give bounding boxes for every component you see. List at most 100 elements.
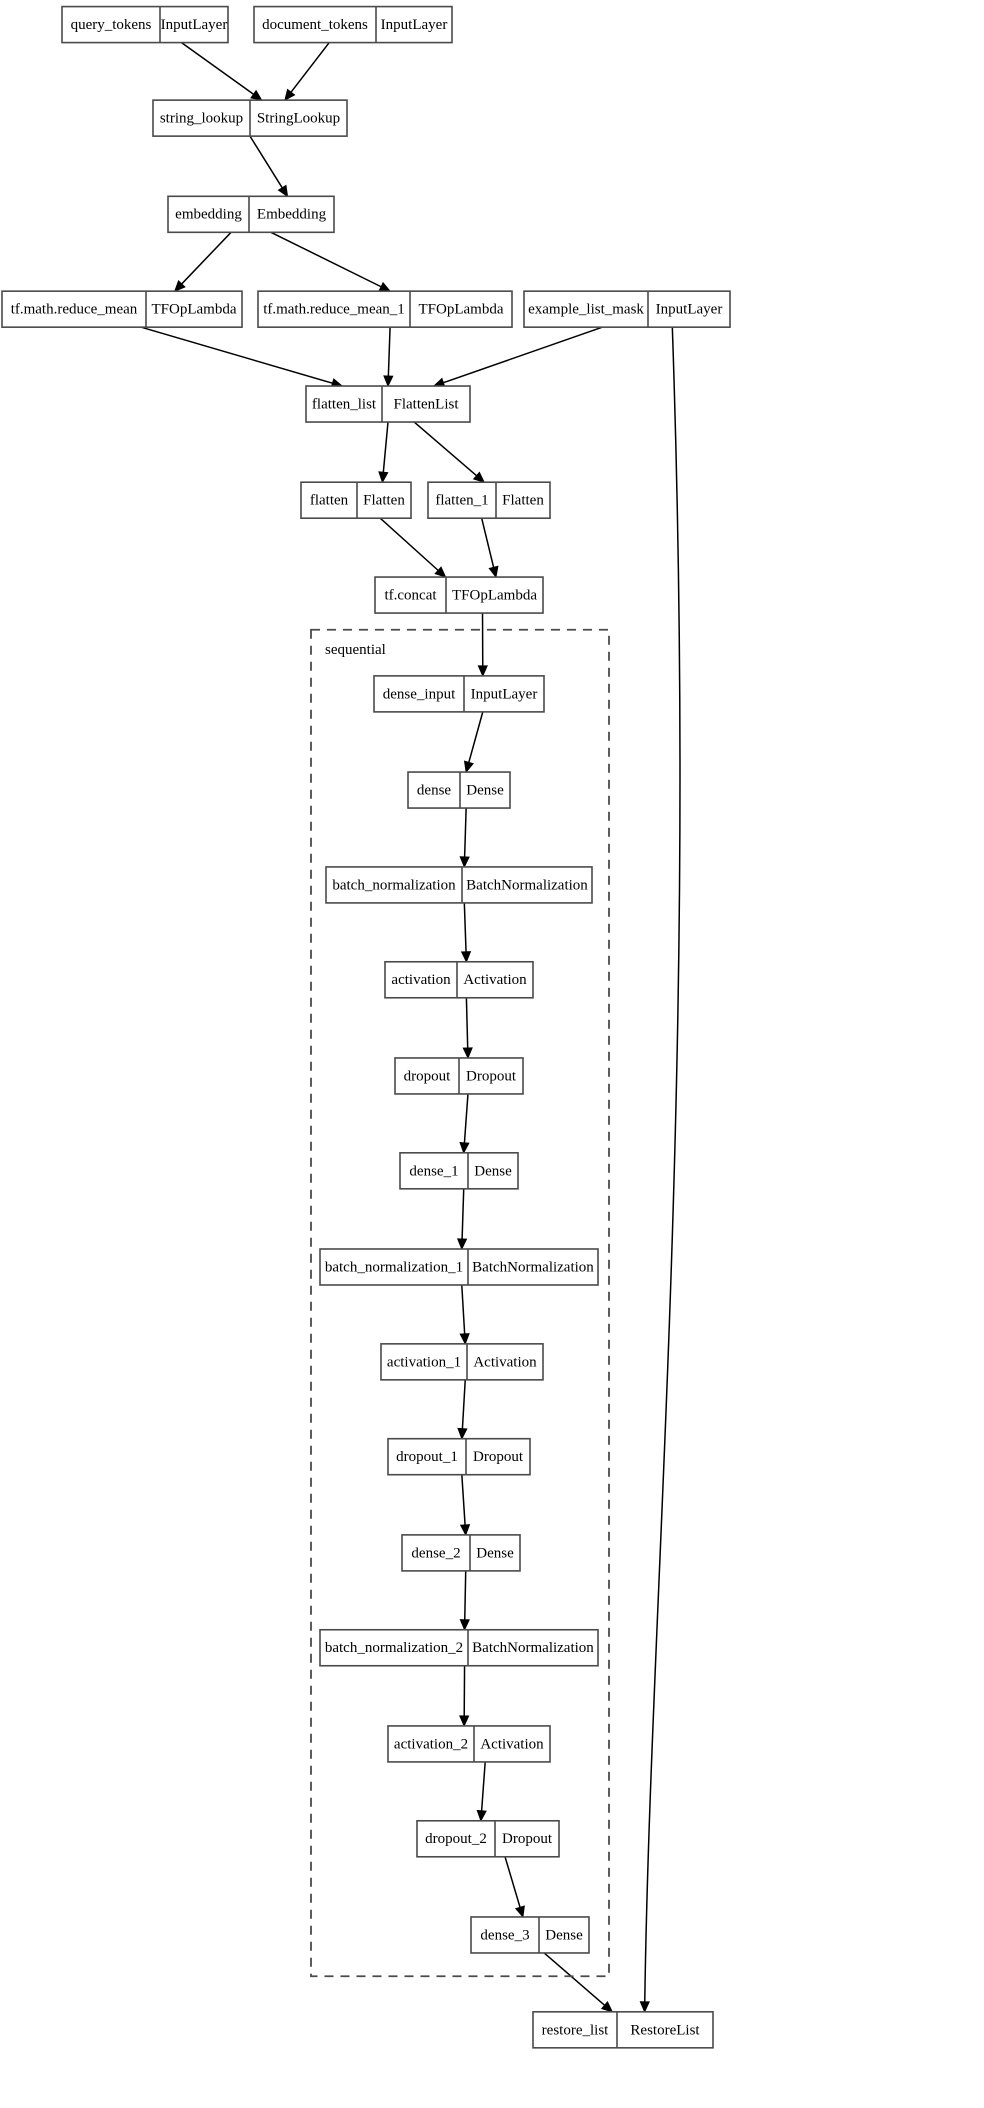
layer-type: TFOpLambda — [419, 302, 504, 318]
arrow-head-icon — [459, 856, 470, 869]
layer-type: InputLayer — [471, 686, 538, 702]
layer-type: InputLayer — [161, 17, 228, 33]
layer-name: dropout_1 — [396, 1449, 458, 1465]
edge-activation_1-to-dropout_1 — [457, 1379, 468, 1440]
layer-type: Embedding — [257, 207, 327, 223]
layer-name: tf.math.reduce_mean_1 — [263, 302, 405, 318]
edge-string_lookup-to-embedding — [249, 135, 289, 198]
arrow-head-icon — [250, 89, 263, 101]
edge-dropout-to-dense_1 — [459, 1093, 470, 1155]
layer-name: flatten — [310, 493, 349, 509]
layer-name: document_tokens — [262, 17, 368, 33]
layer-name: dropout_2 — [425, 1831, 487, 1847]
sequential-subgraph: sequential — [310, 628, 610, 1978]
arrow-head-icon — [600, 2001, 614, 2013]
layer-node-example_list_mask[interactable]: example_list_mask InputLayer — [523, 290, 731, 328]
edge-flatten_list-to-flatten — [378, 421, 389, 484]
layer-name: activation_1 — [387, 1354, 461, 1370]
layer-type: RestoreList — [630, 2022, 700, 2038]
arrow-head-icon — [459, 1524, 471, 1537]
arrow-head-icon — [459, 1619, 470, 1631]
edge-batch_normalization_1-to-activation_1 — [459, 1284, 470, 1346]
layer-node-tf.math.reduce_mean[interactable]: tf.math.reduce_mean TFOpLambda — [1, 290, 243, 328]
layer-node-activation_1[interactable]: activation_1 Activation — [380, 1343, 544, 1381]
edge-example_list_mask-to-restore_list — [639, 327, 681, 2014]
layer-type: BatchNormalization — [466, 877, 588, 893]
layer-name: string_lookup — [160, 111, 243, 127]
layer-node-flatten_list[interactable]: flatten_list FlattenList — [305, 385, 471, 423]
edge-flatten_1-to-tf.concat — [480, 518, 499, 579]
layer-node-activation[interactable]: activation Activation — [384, 960, 534, 999]
layer-node-embedding[interactable]: embedding Embedding — [167, 195, 335, 234]
arrow-head-icon — [277, 184, 289, 198]
layer-type: TFOpLambda — [152, 302, 237, 318]
edge-dense_2-to-batch_normalization_2 — [459, 1570, 470, 1631]
layer-node-dense_2[interactable]: dense_2 Dense — [401, 1534, 521, 1572]
edge-batch_normalization-to-activation — [460, 902, 472, 964]
layer-node-batch_normalization[interactable]: batch_normalization BatchNormalization — [325, 866, 593, 904]
edge-dense_1-to-batch_normalization_1 — [456, 1188, 468, 1251]
sequential-cluster-label: sequential — [325, 642, 386, 658]
layer-name: example_list_mask — [528, 302, 644, 318]
edge-tf.math.reduce_mean-to-flatten_list — [140, 326, 344, 389]
arrow-head-icon — [472, 471, 486, 484]
edge-document_tokens-to-string_lookup — [284, 42, 330, 102]
edge-dense-to-batch_normalization — [459, 808, 470, 869]
layer-name: batch_normalization — [332, 877, 456, 893]
edge-activation-to-dropout — [462, 997, 473, 1060]
layer-type: BatchNormalization — [472, 1259, 594, 1275]
layer-node-flatten[interactable]: flatten Flatten — [300, 481, 412, 520]
layer-name: flatten_list — [312, 396, 377, 412]
layer-name: query_tokens — [71, 17, 152, 33]
arrow-head-icon — [378, 281, 392, 292]
layer-name: dense_2 — [411, 1545, 460, 1561]
layer-node-query_tokens[interactable]: query_tokens InputLayer — [61, 5, 229, 44]
layer-type: Activation — [473, 1354, 537, 1370]
arrow-head-icon — [463, 760, 474, 774]
layer-type: Activation — [463, 972, 527, 988]
layer-type: Flatten — [363, 493, 405, 509]
layer-type: Flatten — [502, 493, 544, 509]
layer-type: Dense — [466, 782, 504, 798]
layer-node-dense_input[interactable]: dense_input InputLayer — [373, 675, 545, 713]
layer-name: batch_normalization_1 — [325, 1259, 463, 1275]
layer-name: batch_normalization_2 — [325, 1640, 463, 1656]
arrow-head-icon — [462, 1047, 473, 1060]
layer-node-batch_normalization_1[interactable]: batch_normalization_1 BatchNormalization — [319, 1248, 599, 1286]
edge-tf.concat-to-dense_input — [477, 613, 488, 678]
layer-type: FlattenList — [394, 396, 460, 412]
layer-node-batch_normalization_2[interactable]: batch_normalization_2 BatchNormalization — [319, 1628, 599, 1667]
layer-type: Dense — [476, 1545, 514, 1561]
arrow-head-icon — [459, 1333, 470, 1346]
arrow-head-icon — [173, 280, 186, 293]
arrow-head-icon — [476, 1809, 487, 1823]
layer-type: InputLayer — [656, 302, 723, 318]
arrow-head-icon — [456, 1238, 468, 1251]
layer-name: embedding — [175, 207, 242, 223]
layer-type: BatchNormalization — [472, 1640, 594, 1656]
edge-embedding-to-tf.math.reduce_mean — [173, 231, 232, 293]
arrow-head-icon — [488, 565, 499, 579]
edge-activation_2-to-dropout_2 — [476, 1761, 487, 1823]
layer-name: tf.math.reduce_mean — [11, 302, 138, 318]
layer-name: activation — [391, 972, 451, 988]
arrow-head-icon — [383, 375, 394, 388]
edge-batch_normalization_2-to-activation_2 — [459, 1665, 470, 1728]
edge-query_tokens-to-string_lookup — [181, 41, 263, 101]
layer-node-tf.math.reduce_mean_1[interactable]: tf.math.reduce_mean_1 TFOpLambda — [257, 290, 513, 328]
layer-name: dense_input — [383, 686, 456, 702]
